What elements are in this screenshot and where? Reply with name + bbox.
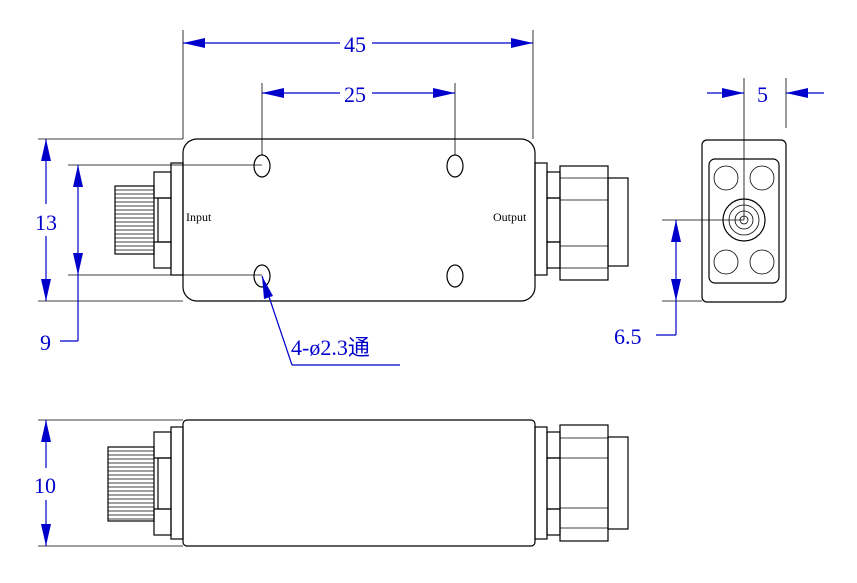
mounting-hole: [446, 264, 464, 288]
flange-lobe: [749, 165, 775, 191]
side-input-nut-bottom: [153, 508, 172, 536]
dim-hole-spacing: 25: [261, 82, 456, 155]
input-thread-lines: [115, 189, 154, 251]
mounting-hole: [253, 264, 271, 288]
flange-lobe: [713, 249, 739, 275]
dim-end-offset: 5: [707, 78, 824, 220]
output-plug: [607, 177, 629, 267]
flange-lobe: [749, 249, 775, 275]
side-input-thread-lines: [108, 450, 154, 520]
output-nut-top: [546, 171, 561, 199]
hole-callout-text: 4-ø2.3通: [291, 335, 370, 360]
side-output-collar: [546, 457, 561, 510]
side-output-plug: [607, 436, 629, 530]
top-view: Input Output: [114, 138, 629, 302]
dim-9-text: 9: [40, 330, 51, 355]
dim-13-text: 13: [35, 210, 57, 235]
side-input-thread-barrel: [107, 446, 155, 522]
mounting-hole: [446, 154, 464, 178]
dim-45-text: 45: [344, 32, 366, 57]
side-input-nut-top: [153, 431, 172, 459]
input-nut-top: [153, 171, 172, 199]
dim-5-text: 5: [757, 82, 768, 107]
dim-overall-length: 45: [182, 30, 534, 139]
body-outline: [182, 138, 536, 302]
flange-lobe: [713, 165, 739, 191]
side-output-hex-nut: [559, 424, 609, 542]
side-output-flange: [534, 426, 548, 540]
output-hex-nut: [559, 165, 609, 281]
dim-center-height: 6.5: [614, 219, 744, 349]
side-view: [107, 419, 629, 547]
dim-25-text: 25: [344, 82, 366, 107]
output-flange: [534, 162, 548, 276]
side-output-nut-top: [546, 431, 561, 459]
side-output-nut-bottom: [546, 508, 561, 536]
side-body: [182, 419, 536, 547]
side-input-collar: [157, 457, 172, 510]
hole-callout: 4-ø2.3通: [261, 275, 400, 366]
dim-thickness: 10: [34, 419, 183, 547]
dim-10-text: 10: [34, 473, 56, 498]
output-collar: [546, 197, 561, 243]
side-input-flange: [170, 426, 184, 540]
input-nut-bottom: [153, 241, 172, 269]
input-label: Input: [186, 210, 212, 224]
output-label: Output: [493, 210, 527, 224]
dim-6-5-text: 6.5: [614, 324, 642, 349]
dim-connector-height: 9: [40, 164, 262, 355]
input-thread-barrel: [114, 185, 155, 255]
output-nut-bottom: [546, 241, 561, 269]
input-collar: [157, 197, 172, 243]
input-flange: [170, 162, 184, 276]
dim-body-height: 13: [35, 138, 183, 302]
mounting-hole: [253, 154, 271, 178]
